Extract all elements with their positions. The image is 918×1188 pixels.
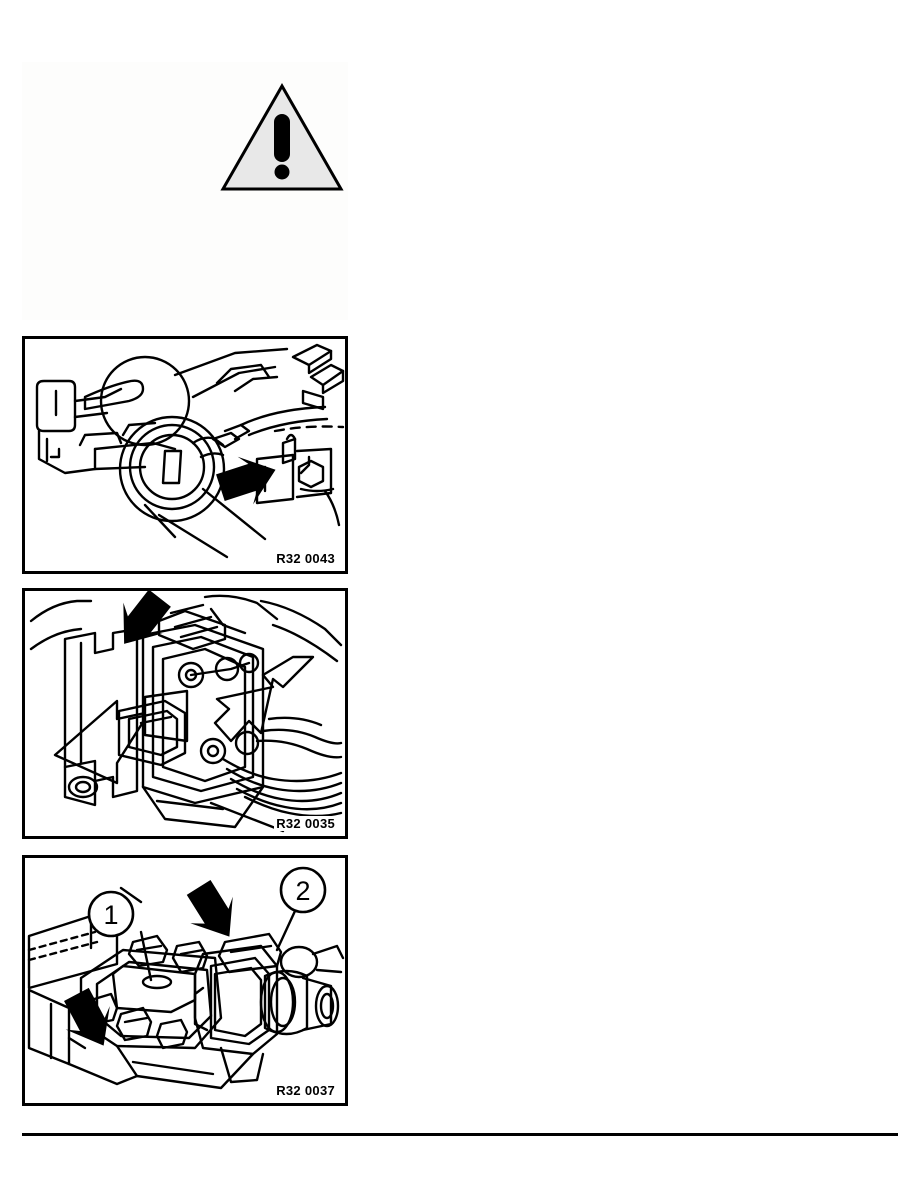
- callout-2-label: 2: [295, 876, 310, 906]
- warning-callout-block: [22, 62, 348, 320]
- warning-text-line: [26, 294, 344, 307]
- warning-text-line: [26, 222, 344, 235]
- warning-text-line: [26, 258, 344, 271]
- warning-text-area: [26, 204, 344, 314]
- figure-id-label: R32 0043: [274, 551, 337, 566]
- body-text-right-column: [378, 62, 898, 1102]
- warning-text-line: [26, 204, 344, 217]
- figure-3-drawing: 1 2: [27, 866, 345, 1090]
- callout-2: 2: [279, 866, 327, 914]
- warning-text-line: [26, 276, 344, 289]
- warning-text-line: [26, 240, 344, 253]
- footer-divider-rule: [22, 1133, 898, 1136]
- figure-ignition-lock-cylinder: R32 0043: [22, 336, 348, 574]
- figure-2-drawing: [29, 591, 343, 833]
- figure-steering-column-lock: 1 2 R32 0037: [22, 855, 348, 1106]
- figure-ignition-switch-connector: R32 0035: [22, 588, 348, 839]
- callout-1: 1: [87, 890, 135, 938]
- figure-1-drawing: [35, 343, 345, 559]
- figure-id-label: R32 0037: [274, 1083, 337, 1098]
- figure-id-label: R32 0035: [274, 816, 337, 831]
- callout-1-label: 1: [103, 900, 118, 930]
- footer-text: [22, 1142, 898, 1164]
- warning-triangle-icon: [220, 82, 344, 194]
